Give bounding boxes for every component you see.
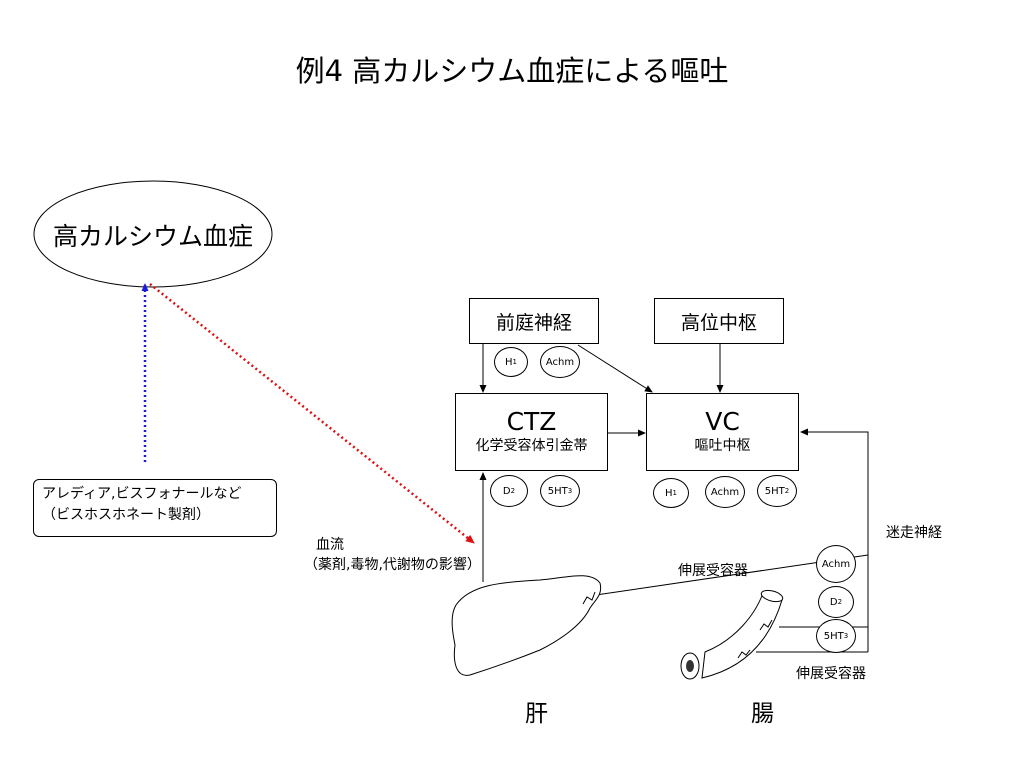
- higher-center-label: 高位中枢: [680, 311, 757, 334]
- blood-flow-line1: 血流: [316, 537, 344, 553]
- drug-line2: （ビスホスホネート製剤）: [42, 507, 210, 523]
- receptor-label: Achm: [545, 356, 575, 368]
- receptor-label: D: [502, 485, 511, 497]
- receptor-vestibular-achm: Achm: [540, 346, 580, 378]
- vc-full: 嘔吐中枢: [694, 438, 751, 454]
- intestine-shape: [680, 589, 784, 680]
- receptor-label: 5HT: [823, 630, 844, 642]
- cause-to-liver-arrow: [149, 283, 475, 544]
- vestibular-box: 前庭神経: [469, 298, 599, 344]
- receptor-label: H: [505, 356, 513, 368]
- receptor-label: D: [829, 596, 838, 608]
- receptor-sub: 3: [843, 632, 849, 640]
- receptor-sub: 1: [512, 358, 517, 366]
- page-title: 例4 高カルシウム血症による嘔吐: [295, 54, 729, 88]
- receptor-label: H: [665, 487, 673, 499]
- vagus-nerve-line: [800, 428, 869, 652]
- receptor-sub: 2: [784, 487, 790, 495]
- intestine-label: 腸: [751, 701, 774, 727]
- stretch-receptor-gut-label: 伸展受容器: [796, 666, 866, 682]
- higher-center-box: 高位中枢: [654, 298, 784, 344]
- receptor-sub: 2: [837, 598, 843, 606]
- receptor-sub: 1: [672, 489, 677, 497]
- receptor-sub: 3: [567, 487, 573, 495]
- receptor-sub: 2: [510, 487, 516, 495]
- ctz-full: 化学受容体引金帯: [475, 438, 588, 454]
- blood-flow-line2: （薬剤,毒物,代謝物の影響）: [304, 557, 481, 573]
- receptor-label: 5HT: [764, 485, 785, 497]
- vc-abbr: VC: [705, 407, 740, 436]
- vagus-nerve-label: 迷走神経: [886, 525, 942, 541]
- cause-label: 高カルシウム血症: [52, 222, 253, 251]
- receptor-vc-achm: Achm: [705, 476, 745, 508]
- liver-shape: [451, 575, 602, 676]
- liver-vessel: [582, 591, 596, 605]
- cause-ellipse: [33, 180, 273, 288]
- receptor-label: Achm: [821, 558, 851, 570]
- stretch-receptor-liver-label: 伸展受容器: [678, 563, 748, 579]
- ctz-abbr: CTZ: [506, 407, 557, 436]
- drug-box: アレディア,ビスフォナールなど （ビスホスホネート製剤）: [33, 479, 277, 537]
- receptor-vagus-achm: Achm: [816, 545, 856, 583]
- liver-label: 肝: [525, 701, 548, 727]
- receptor-label: Achm: [710, 486, 740, 498]
- ctz-box: CTZ 化学受容体引金帯: [455, 393, 608, 471]
- drug-line1: アレディア,ビスフォナールなど: [42, 486, 242, 502]
- vc-box: VC 嘔吐中枢: [646, 393, 799, 471]
- receptor-label: 5HT: [547, 485, 568, 497]
- vestibular-to-vc-arrow: [577, 344, 653, 393]
- vestibular-label: 前庭神経: [495, 311, 572, 334]
